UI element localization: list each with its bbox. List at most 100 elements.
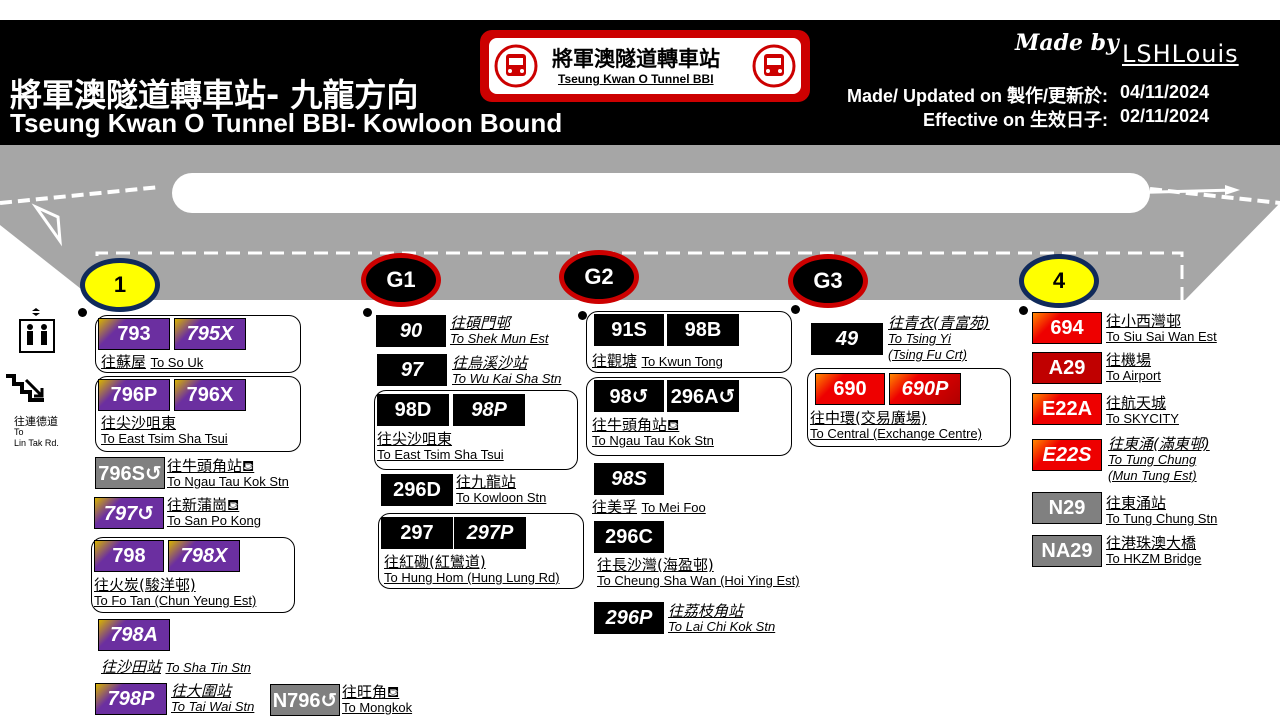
route-badge-798[interactable]: 798 [94, 540, 164, 572]
route-badge-98d[interactable]: 98D [377, 394, 449, 426]
route-badge-n796[interactable]: N796↺ [270, 684, 340, 716]
destination-en: To Lai Chi Kok Stn [668, 619, 776, 634]
route-badge-798p[interactable]: 798P [95, 683, 167, 715]
route-badge-296c[interactable]: 296C [594, 521, 664, 553]
side-exit-en2: Lin Tak Rd. [14, 438, 59, 448]
stop-badge-g1: G1 [361, 253, 441, 307]
destination-en: To SKYCITY [1106, 411, 1179, 426]
destination-zh: 往航天城 [1106, 394, 1167, 412]
destination-en: To Central (Exchange Centre) [810, 426, 982, 441]
logo-title-zh: 將軍澳隧道轉車站 [552, 47, 720, 71]
route-badge-a29[interactable]: A29 [1032, 352, 1102, 384]
destination-zh: 往旺角⛾ [342, 683, 400, 701]
destination-en: To Cheung Sha Wan (Hoi Ying Est) [597, 573, 800, 588]
route-badge-795x[interactable]: 795X [174, 318, 246, 350]
bus-icon [752, 44, 796, 88]
bus-icon [494, 44, 538, 88]
destination-zh: 往紅磡(紅鸞道) [384, 553, 486, 571]
stop-badge-g3: G3 [788, 254, 868, 308]
route-badge-798a[interactable]: 798A [98, 619, 170, 651]
stop-marker [78, 308, 87, 317]
destination-en: To Siu Sai Wan Est [1106, 329, 1217, 344]
stop-marker [578, 311, 587, 320]
route-badge-296d[interactable]: 296D [381, 474, 453, 506]
destination-zh: 往小西灣邨 [1106, 312, 1182, 330]
destination-zh: 往機場 [1106, 351, 1152, 369]
destination-zh: 往東涌(滿東邨) [1108, 435, 1210, 453]
route-badge-98-circular[interactable]: 98↺ [594, 380, 664, 412]
destination-en: To Ngau Tau Kok Stn [167, 474, 289, 489]
route-badge-296a[interactable]: 296A↺ [667, 380, 739, 412]
route-badge-694[interactable]: 694 [1032, 312, 1102, 344]
route-badge-98p[interactable]: 98P [453, 394, 525, 426]
destination-en: To Tung Chung [1108, 452, 1197, 467]
destination-zh: 往牛頭角站⛾ [167, 457, 255, 475]
route-badge-793[interactable]: 793 [98, 318, 170, 350]
route-badge-90[interactable]: 90 [376, 315, 446, 347]
destination-en: (Mun Tung Est) [1108, 468, 1197, 483]
destination-en: To Hung Hom (Hung Lung Rd) [384, 570, 560, 585]
destination-zh: 往大圍站 [171, 682, 232, 700]
road-diagram [0, 145, 1280, 300]
destination-zh: 往新蒲崗⛾ [167, 496, 240, 514]
route-group [807, 368, 1011, 447]
route-badge-98b[interactable]: 98B [667, 314, 739, 346]
destination-en: To Wu Kai Sha Stn [452, 371, 562, 386]
route-badge-796p[interactable]: 796P [98, 379, 170, 411]
destination-zh: 往火炭(駿洋邨) [94, 576, 196, 594]
page-title-zh: 將軍澳隧道轉車站- 九龍方向 [10, 76, 419, 114]
route-badge-296p[interactable]: 296P [594, 602, 664, 634]
author-name: LSHLouis [1122, 40, 1239, 68]
destination-en: To HKZM Bridge [1106, 551, 1202, 566]
route-badge-e22a[interactable]: E22A [1032, 393, 1102, 425]
route-group [378, 513, 584, 589]
route-badge-na29[interactable]: NA29 [1032, 535, 1102, 567]
destination-en: To East Tsim Sha Tsui [377, 447, 504, 462]
route-badge-e22s[interactable]: E22S [1032, 439, 1102, 471]
route-badge-49[interactable]: 49 [811, 323, 883, 355]
route-badge-297p[interactable]: 297P [454, 517, 526, 549]
stop-marker [791, 305, 800, 314]
route-badge-797[interactable]: 797↺ [94, 497, 164, 529]
destination-en: (Tsing Fu Crt) [888, 347, 967, 362]
destination: 往沙田站 To Sha Tin Stn [101, 658, 251, 676]
destination-zh: 往中環(交易廣場) [810, 409, 927, 427]
route-group [95, 315, 301, 373]
route-group [374, 390, 578, 470]
destination-zh: 往牛頭角站⛾ [592, 416, 680, 434]
stop-badge-g2: G2 [559, 250, 639, 304]
route-group [586, 377, 792, 456]
destination-zh: 往尖沙咀東 [101, 414, 177, 432]
destination-en: To Tsing Yi [888, 331, 951, 346]
destination-en: To Mongkok [342, 700, 413, 715]
side-exit-en1: To [14, 427, 24, 437]
logo-title-en: Tseung Kwan O Tunnel BBI [558, 72, 714, 86]
effective-date-label: Effective on 生效日子: [922, 110, 1108, 130]
route-group [95, 376, 301, 452]
route-badge-796s[interactable]: 796S↺ [95, 457, 165, 489]
route-badge-91s[interactable]: 91S [594, 314, 664, 346]
destination-zh: 往港珠澳大橋 [1106, 534, 1197, 552]
route-badge-98s[interactable]: 98S [594, 463, 664, 495]
destination-zh: 往碩門邨 [450, 314, 511, 332]
route-badge-796x[interactable]: 796X [174, 379, 246, 411]
destination-zh: 往青衣(青富苑) [888, 314, 990, 332]
destination-zh: 往長沙灣(海盈邨) [597, 556, 714, 574]
made-date-label: Made/ Updated on 製作/更新於: [847, 86, 1108, 106]
destination-zh: 往尖沙咀東 [377, 430, 453, 448]
page-title-en: Tseung Kwan O Tunnel BBI- Kowloon Bound [10, 108, 563, 138]
side-exit-zh: 往連德道 [14, 415, 58, 428]
destination-en: To Kowloon Stn [456, 490, 547, 505]
elevator-icon [19, 308, 55, 353]
route-badge-690[interactable]: 690 [815, 373, 885, 405]
route-badge-690p[interactable]: 690P [889, 373, 961, 405]
stairs-icon [6, 374, 44, 402]
stop-badge-1: 1 [80, 258, 160, 312]
route-badge-n29[interactable]: N29 [1032, 492, 1102, 524]
destination-en: To Shek Mun Est [450, 331, 549, 346]
route-badge-798x[interactable]: 798X [168, 540, 240, 572]
route-badge-297[interactable]: 297 [381, 517, 453, 549]
route-group [586, 311, 792, 373]
stop-marker [1019, 306, 1028, 315]
route-badge-97[interactable]: 97 [377, 354, 447, 386]
